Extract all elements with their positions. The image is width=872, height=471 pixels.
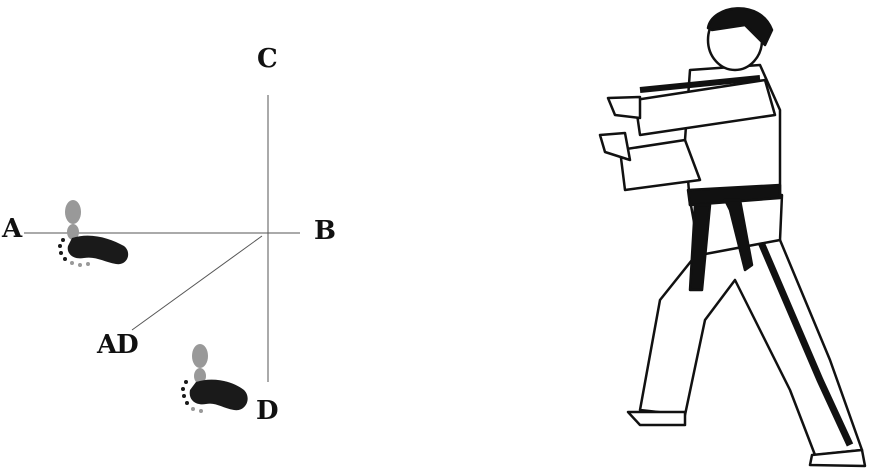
label-a: A xyxy=(2,214,22,244)
taekwondo-practitioner-illustration xyxy=(598,7,867,468)
label-ad: AD xyxy=(97,330,139,360)
footprint-d xyxy=(181,344,248,413)
label-c: C xyxy=(257,44,278,74)
label-d: D xyxy=(256,396,279,426)
axis-ad xyxy=(131,235,263,331)
label-b: B xyxy=(314,216,336,246)
footprint-a xyxy=(58,200,129,267)
